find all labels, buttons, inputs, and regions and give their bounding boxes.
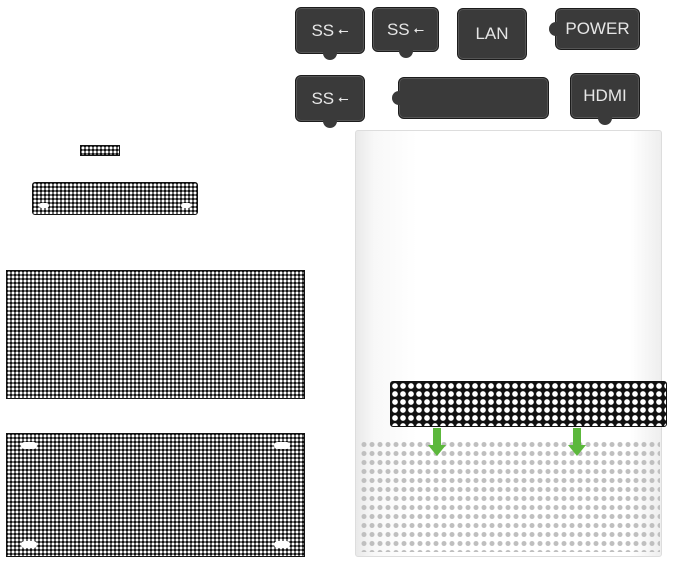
plug-label: HDMI (583, 86, 627, 105)
medium-mesh-filter (32, 182, 198, 215)
large-mesh-filter (6, 270, 305, 399)
mount-slot (274, 442, 290, 449)
plug-label: POWER (565, 19, 630, 38)
arrow-down-icon (568, 428, 586, 456)
usb-dust-plug-2: SS⭠ (372, 7, 439, 58)
large-mesh-filter-slotted (6, 433, 305, 557)
usb-icon: ⭠ (338, 22, 349, 38)
usb-icon: ⭠ (338, 90, 349, 106)
mount-slot (21, 442, 37, 449)
usb-dust-plug-3: SS⭠ (295, 75, 365, 128)
hdmi-dust-plug: HDMI (570, 73, 640, 125)
installed-mesh-filter (390, 381, 667, 427)
plug-label: LAN (475, 24, 509, 43)
mount-slot (21, 541, 37, 548)
plug-label: SS (386, 19, 410, 39)
plug-label: SS (311, 20, 335, 40)
plug-label: SS (311, 88, 335, 108)
lan-dust-plug: LAN (457, 8, 527, 60)
long-dust-plug (392, 77, 549, 119)
arrow-down-icon (428, 428, 446, 456)
mount-slot (39, 203, 49, 208)
usb-dust-plug-1: SS⭠ (295, 7, 365, 60)
small-mesh-filter (80, 145, 120, 156)
power-dust-plug: POWER (549, 8, 640, 50)
usb-icon: ⭠ (413, 21, 425, 37)
console-vents (360, 440, 660, 552)
mount-slot (274, 541, 290, 548)
mount-slot (181, 203, 191, 208)
